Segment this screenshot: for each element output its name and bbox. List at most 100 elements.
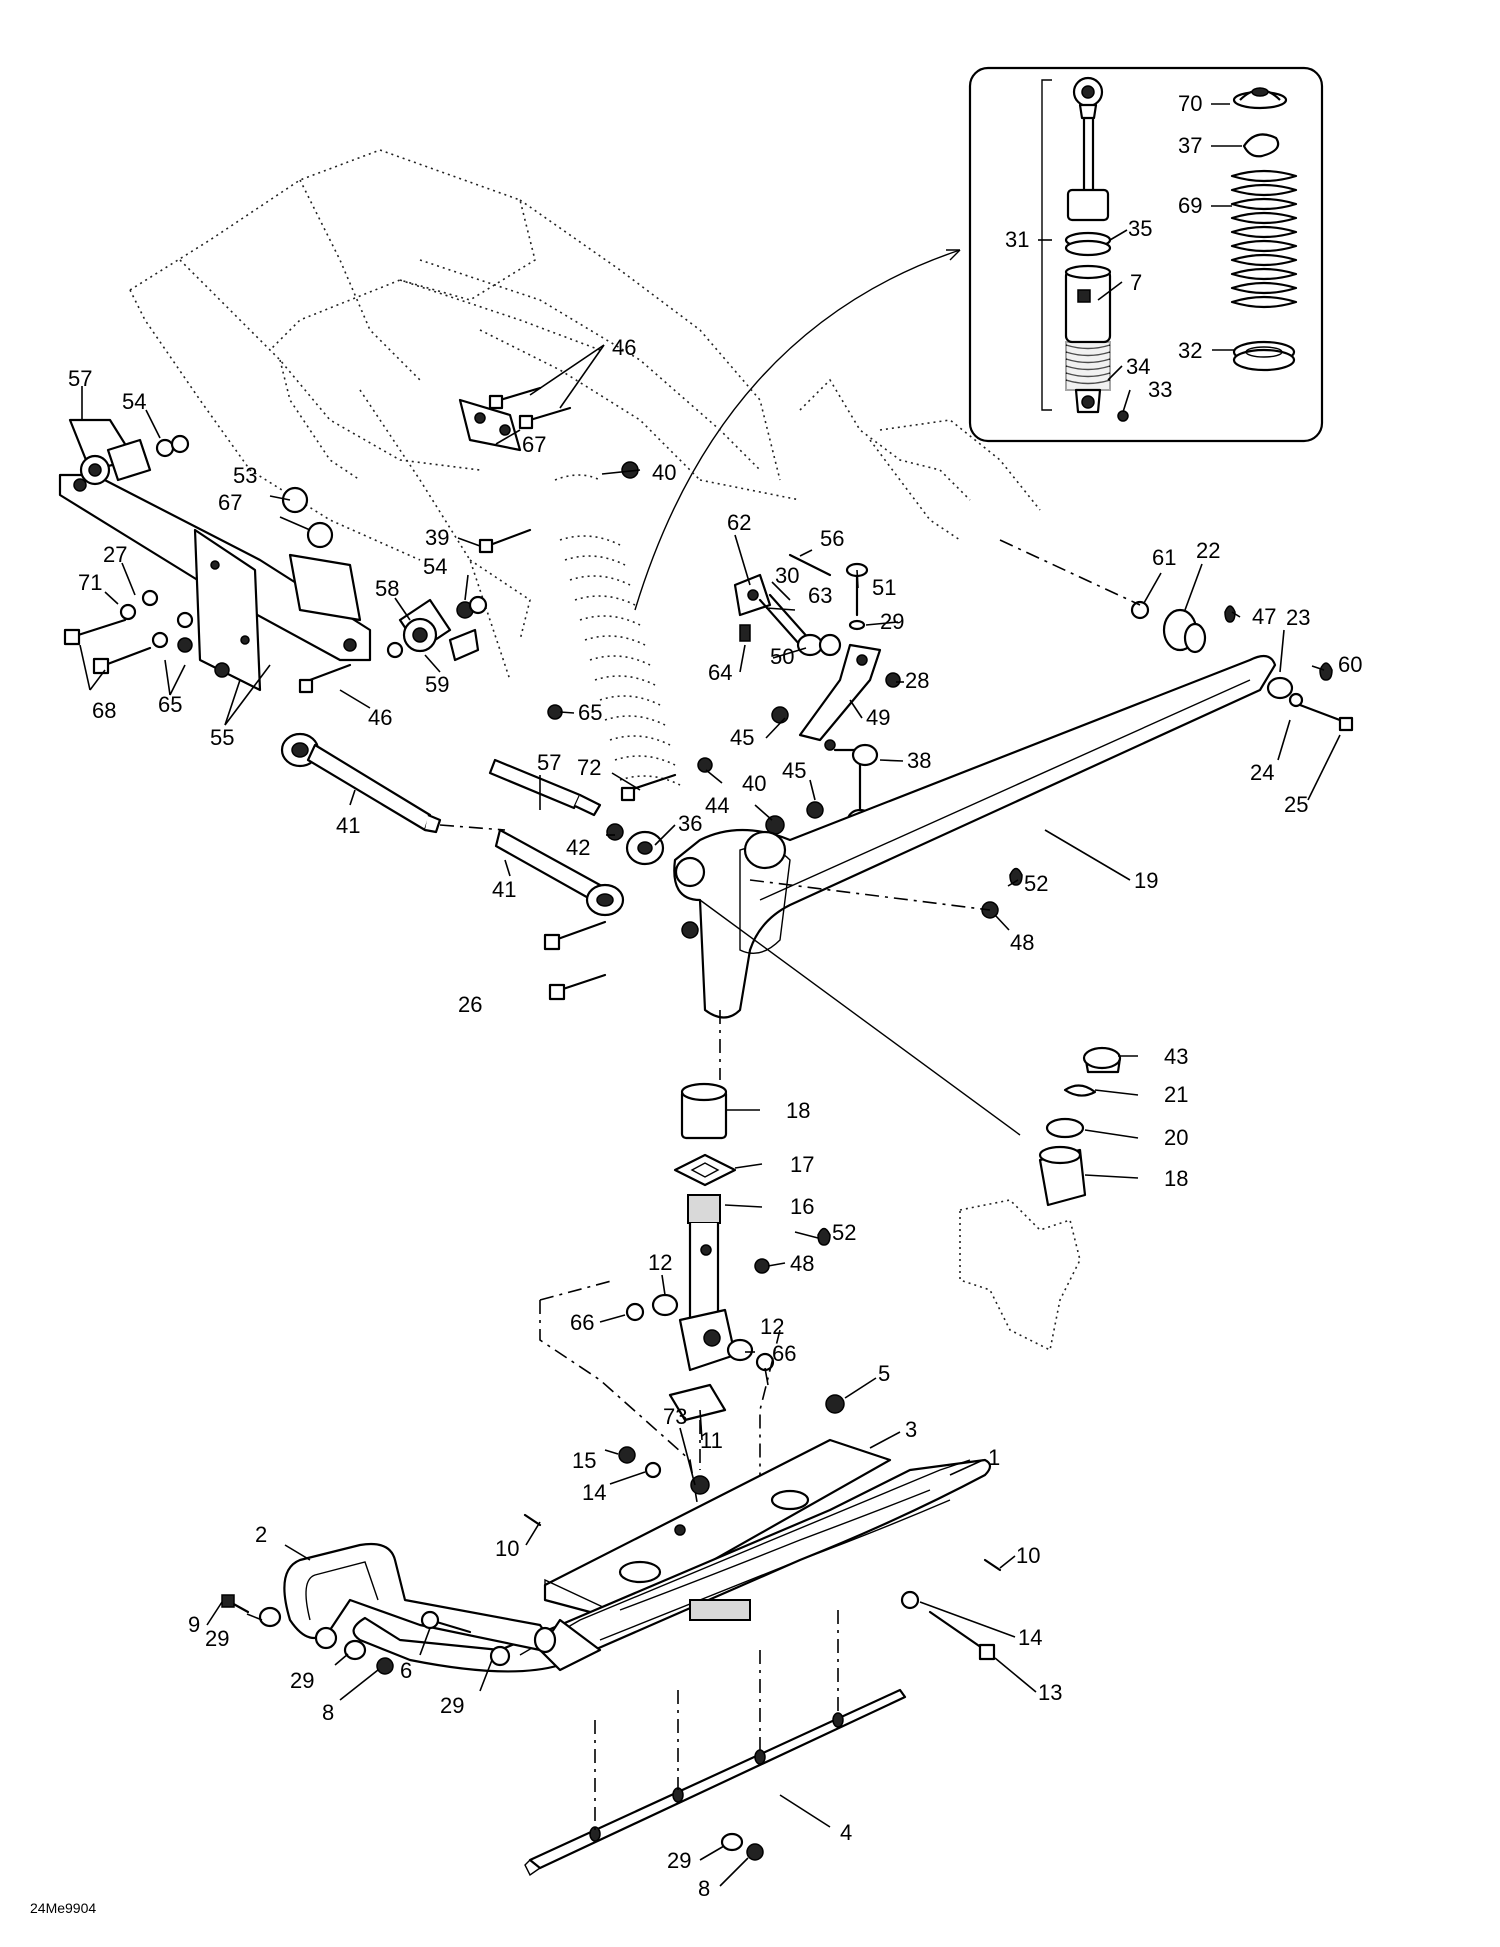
inset-pointer-arrow — [634, 249, 961, 611]
part-label-44: 44 — [705, 793, 729, 818]
part-label-54: 54 — [423, 554, 447, 579]
ski-assembly — [221, 1394, 1002, 1877]
spindle-stack — [539, 1010, 831, 1521]
lower-arms — [280, 732, 785, 1001]
part-label-69: 69 — [1178, 193, 1202, 218]
part-label-8: 8 — [322, 1700, 334, 1725]
frame-outline — [129, 149, 1041, 681]
part-label-67: 67 — [522, 432, 546, 457]
part-label-25: 25 — [1284, 792, 1308, 817]
part-label-19: 19 — [1134, 868, 1158, 893]
part-label-29: 29 — [205, 1626, 229, 1651]
part-label-50: 50 — [770, 644, 794, 669]
part-label-20: 20 — [1164, 1125, 1188, 1150]
part-label-1: 1 — [988, 1445, 1000, 1470]
part-label-45: 45 — [782, 758, 806, 783]
part-label-65: 65 — [578, 700, 602, 725]
part-label-16: 16 — [790, 1194, 814, 1219]
part-label-29: 29 — [440, 1693, 464, 1718]
part-label-71: 71 — [78, 570, 102, 595]
part-label-15: 15 — [572, 1448, 596, 1473]
part-label-39: 39 — [425, 525, 449, 550]
part-label-18: 18 — [786, 1098, 810, 1123]
part-label-17: 17 — [790, 1152, 814, 1177]
part-label-68: 68 — [92, 698, 116, 723]
part-label-32: 32 — [1178, 338, 1202, 363]
part-label-41: 41 — [492, 877, 516, 902]
part-label-29: 29 — [667, 1848, 691, 1873]
part-label-56: 56 — [820, 526, 844, 551]
part-label-10: 10 — [1016, 1543, 1040, 1568]
part-label-45: 45 — [730, 725, 754, 750]
part-label-5: 5 — [878, 1361, 890, 1386]
part-label-51: 51 — [872, 575, 896, 600]
part-label-2: 2 — [255, 1522, 267, 1547]
part-label-63: 63 — [808, 583, 832, 608]
part-label-33: 33 — [1148, 377, 1172, 402]
part-label-4: 4 — [840, 1820, 852, 1845]
part-label-66: 66 — [772, 1341, 796, 1366]
part-label-10: 10 — [495, 1536, 519, 1561]
part-label-30: 30 — [775, 563, 799, 588]
part-label-29: 29 — [290, 1668, 314, 1693]
part-label-70: 70 — [1178, 91, 1202, 116]
part-label-57: 57 — [537, 750, 561, 775]
part-label-22: 22 — [1196, 538, 1220, 563]
part-label-40: 40 — [742, 771, 766, 796]
part-label-48: 48 — [1010, 930, 1034, 955]
part-label-64: 64 — [708, 660, 732, 685]
part-label-53: 53 — [233, 463, 257, 488]
part-label-3: 3 — [905, 1417, 917, 1442]
part-label-31: 31 — [1005, 227, 1029, 252]
part-label-35: 35 — [1128, 216, 1152, 241]
part-label-61: 61 — [1152, 545, 1176, 570]
part-label-54: 54 — [122, 389, 146, 414]
part-label-21: 21 — [1164, 1082, 1188, 1107]
part-label-65: 65 — [158, 692, 182, 717]
part-label-67: 67 — [218, 490, 242, 515]
part-label-72: 72 — [577, 755, 601, 780]
part-label-6: 6 — [400, 1658, 412, 1683]
part-label-38: 38 — [907, 748, 931, 773]
part-label-46: 46 — [612, 335, 636, 360]
part-label-52: 52 — [832, 1220, 856, 1245]
part-label-26: 26 — [458, 992, 482, 1017]
shock-spring-main — [554, 474, 681, 786]
part-label-36: 36 — [678, 811, 702, 836]
shock-absorber-inset — [968, 66, 1324, 443]
part-label-9: 9 — [188, 1612, 200, 1637]
part-label-29: 29 — [880, 609, 904, 634]
trailing-arm — [673, 539, 1354, 1019]
part-label-42: 42 — [566, 835, 590, 860]
part-label-7: 7 — [1130, 270, 1142, 295]
part-label-62: 62 — [727, 510, 751, 535]
part-label-28: 28 — [905, 668, 929, 693]
part-label-57: 57 — [68, 366, 92, 391]
part-label-58: 58 — [375, 576, 399, 601]
part-label-34: 34 — [1126, 354, 1150, 379]
part-label-66: 66 — [570, 1310, 594, 1335]
part-label-49: 49 — [866, 705, 890, 730]
part-label-55: 55 — [210, 725, 234, 750]
part-label-47: 47 — [1252, 604, 1276, 629]
part-label-8: 8 — [698, 1876, 710, 1901]
spindle-detail-right — [699, 899, 1122, 1352]
part-label-37: 37 — [1178, 133, 1202, 158]
part-label-60: 60 — [1338, 652, 1362, 677]
part-label-59: 59 — [425, 672, 449, 697]
part-label-12: 12 — [760, 1314, 784, 1339]
part-label-73: 73 — [663, 1404, 687, 1429]
part-label-43: 43 — [1164, 1044, 1188, 1069]
left-bracket-assembly — [58, 418, 372, 694]
part-label-52: 52 — [1024, 871, 1048, 896]
part-label-12: 12 — [648, 1250, 672, 1275]
drawing-reference-code: 24Me9904 — [30, 1900, 97, 1916]
part-label-27: 27 — [103, 542, 127, 567]
part-label-48: 48 — [790, 1251, 814, 1276]
label-leaders — [79, 103, 1341, 1887]
part-label-11: 11 — [700, 1428, 723, 1453]
part-labels: 70 37 69 31 35 7 32 34 33 46 57 54 67 40… — [68, 91, 1362, 1901]
part-label-14: 14 — [1018, 1625, 1042, 1650]
part-label-18: 18 — [1164, 1166, 1188, 1191]
